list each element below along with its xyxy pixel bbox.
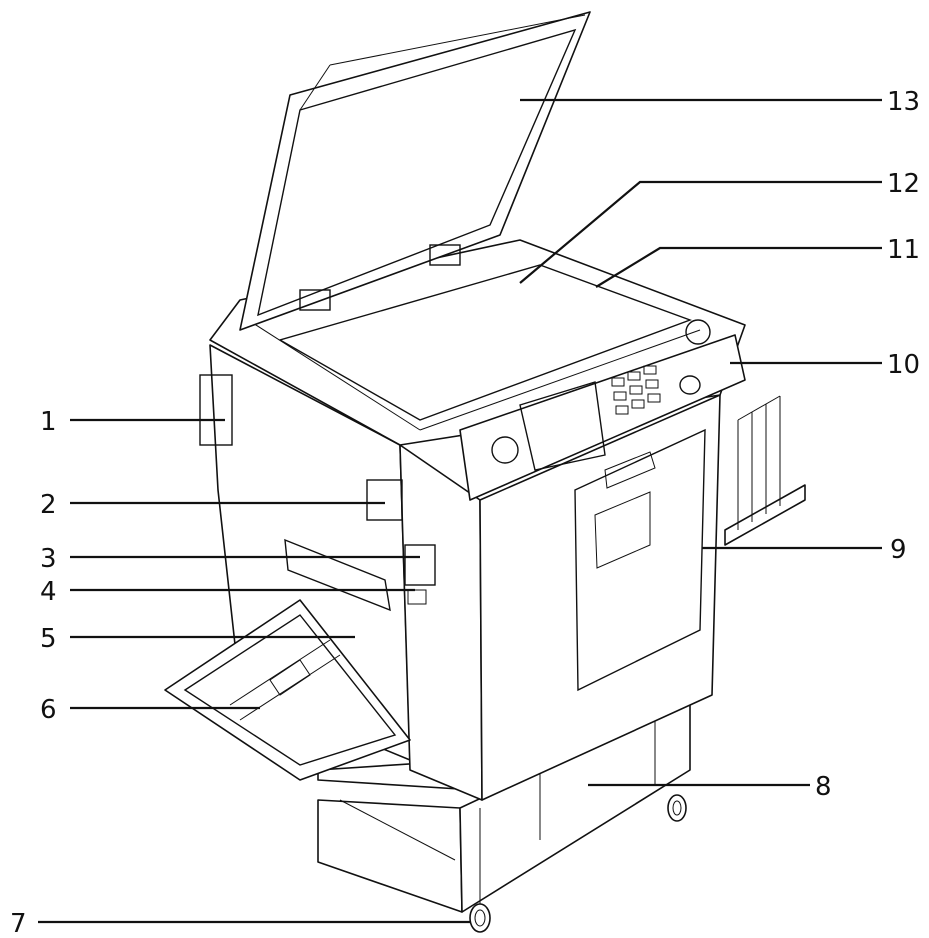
callout-8: 8 [815,772,832,802]
left-side-parts [199,374,436,612]
callout-11: 11 [887,235,920,265]
paper-feed-tray [164,599,411,781]
callout-numbers: 1 2 3 4 5 6 7 8 9 10 11 12 13 [10,87,920,938]
front-door [574,428,706,692]
callout-2: 2 [40,490,57,520]
machine-illustration [164,11,806,933]
callout-6: 6 [40,695,57,725]
callout-9: 9 [890,535,907,565]
callout-5: 5 [40,624,57,654]
leader-11 [595,246,882,288]
caster-front [469,903,491,933]
operation-panel [459,319,746,501]
leader-12 [519,180,882,284]
callout-leaders [38,98,882,924]
caster-right [667,794,687,822]
callout-3: 3 [40,544,57,574]
callout-10: 10 [887,350,920,380]
callout-13: 13 [887,87,920,117]
keypad [611,365,661,415]
callout-1: 1 [40,407,57,437]
callout-7: 7 [10,909,27,938]
paper-receiving-tray [724,395,806,546]
callout-12: 12 [887,169,920,199]
callout-4: 4 [40,577,57,607]
document-cover [239,11,591,331]
